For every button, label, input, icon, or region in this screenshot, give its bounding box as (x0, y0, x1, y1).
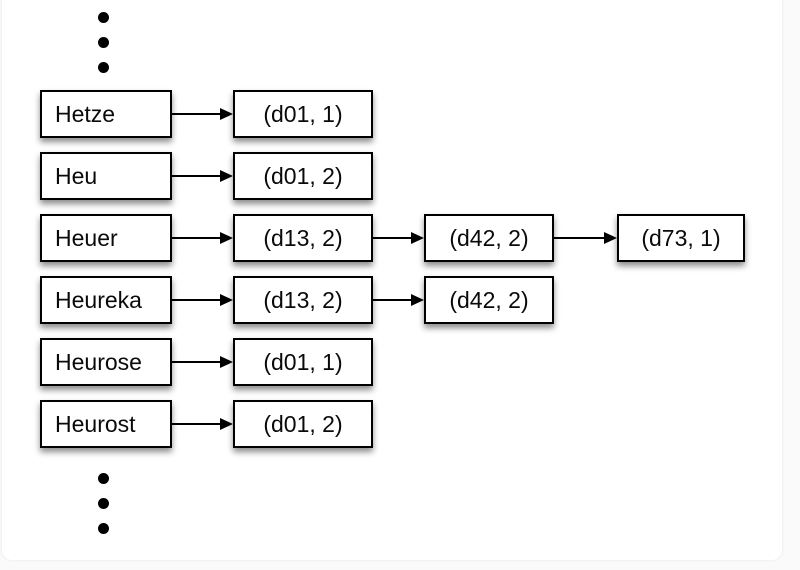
index-row: Heuer (d13, 2) (d42, 2) (d73, 1) (40, 214, 745, 262)
arrow-right-icon (172, 90, 233, 138)
ellipsis-dot-icon (98, 498, 109, 509)
index-row: Heurost (d01, 2) (40, 400, 373, 448)
term-box: Heu (40, 152, 172, 200)
index-row: Heureka (d13, 2) (d42, 2) (40, 276, 554, 324)
index-row: Heurose (d01, 1) (40, 338, 373, 386)
arrow-right-icon (172, 214, 233, 262)
ellipsis-bottom (98, 473, 109, 534)
posting-box: (d01, 1) (233, 90, 373, 138)
posting-box: (d42, 2) (424, 214, 554, 262)
ellipsis-dot-icon (98, 523, 109, 534)
arrow-right-icon (172, 276, 233, 324)
arrow-right-icon (554, 214, 617, 262)
ellipsis-dot-icon (98, 37, 109, 48)
term-box: Hetze (40, 90, 172, 138)
index-row: Heu (d01, 2) (40, 152, 373, 200)
ellipsis-dot-icon (98, 473, 109, 484)
posting-box: (d01, 2) (233, 152, 373, 200)
arrow-right-icon (172, 400, 233, 448)
term-box: Heurose (40, 338, 172, 386)
arrow-right-icon (373, 214, 424, 262)
posting-box: (d73, 1) (617, 214, 745, 262)
index-row: Hetze (d01, 1) (40, 90, 373, 138)
ellipsis-dot-icon (98, 12, 109, 23)
ellipsis-top (98, 12, 109, 73)
arrow-right-icon (373, 276, 424, 324)
arrow-right-icon (172, 338, 233, 386)
posting-box: (d13, 2) (233, 276, 373, 324)
term-box: Heurost (40, 400, 172, 448)
ellipsis-dot-icon (98, 62, 109, 73)
arrow-right-icon (172, 152, 233, 200)
term-box: Heuer (40, 214, 172, 262)
posting-box: (d42, 2) (424, 276, 554, 324)
term-box: Heureka (40, 276, 172, 324)
posting-box: (d13, 2) (233, 214, 373, 262)
posting-box: (d01, 2) (233, 400, 373, 448)
posting-box: (d01, 1) (233, 338, 373, 386)
